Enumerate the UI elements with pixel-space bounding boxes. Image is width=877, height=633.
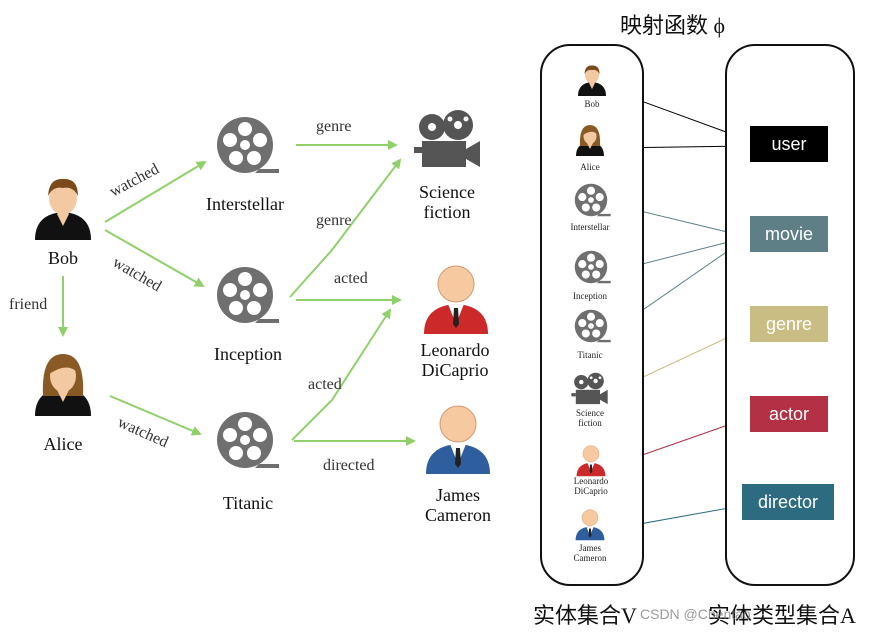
node-label-interstellar: Interstellar — [206, 194, 284, 214]
node-label-line: DiCaprio — [421, 360, 489, 380]
edge-label-inception-leonardo: acted — [334, 270, 368, 287]
type-box-genre: genre — [750, 306, 828, 342]
edge-label-interstellar-scifi: genre — [316, 118, 352, 135]
entity-label-james: James Cameron — [555, 543, 625, 563]
mapping-title: 映射函数 ϕ — [620, 13, 726, 38]
entity-label-science-fiction: Science fiction — [555, 408, 625, 428]
node-label-science-fiction: Science fiction — [397, 182, 497, 222]
entity-label-line: Cameron — [573, 553, 607, 563]
type-box-user: user — [750, 126, 828, 162]
alice-icon — [35, 354, 91, 416]
node-label-james: James Cameron — [403, 485, 513, 525]
entity-label-line: Science — [576, 408, 604, 418]
node-label-line: Cameron — [425, 505, 491, 525]
entity-label-bob: Bob — [584, 99, 600, 109]
edge-alice-titanic — [109, 395, 202, 436]
leonardo-icon — [423, 265, 489, 335]
node-label-line: Science — [419, 182, 475, 202]
entity-label-interstellar: Interstellar — [570, 222, 610, 232]
entity-label-leonardo: Leonardo DiCaprio — [556, 476, 626, 496]
inception-reel-icon — [217, 267, 279, 323]
titanic-reel-icon — [217, 412, 279, 468]
interstellar-reel-icon — [217, 117, 279, 173]
type-box-actor: actor — [750, 396, 828, 432]
node-label-line: James — [436, 485, 480, 505]
bob-icon — [35, 178, 91, 240]
left-graph-edges — [58, 140, 416, 446]
entity-label-line: Leonardo — [573, 476, 609, 486]
watermark: CSDN @Chentao — [640, 606, 751, 622]
entity-label-line: James — [579, 543, 601, 553]
node-label-inception: Inception — [214, 344, 282, 364]
camera-icon — [414, 110, 480, 167]
node-label-line: fiction — [423, 202, 471, 222]
edge-label-bob-alice: friend — [9, 296, 48, 313]
edge-bob-interstellar — [104, 160, 207, 223]
node-label-line: Leonardo — [420, 340, 490, 360]
node-label-titanic: Titanic — [222, 493, 274, 513]
node-label-bob: Bob — [47, 248, 78, 268]
entity-set-panel — [540, 44, 644, 586]
entity-label-line: DiCaprio — [574, 486, 608, 496]
james-icon — [425, 405, 491, 475]
type-box-movie: movie — [750, 216, 828, 252]
node-label-leonardo: Leonardo DiCaprio — [400, 340, 510, 380]
edge-label-inception-scifi: genre — [316, 212, 352, 229]
type-box-director: director — [742, 484, 834, 520]
entity-label-alice: Alice — [580, 162, 600, 172]
type-set-label: 实体类型集合A — [708, 603, 856, 628]
node-label-alice: Alice — [43, 434, 83, 454]
edge-bob-inception — [104, 229, 205, 287]
edge-inception-scifi — [289, 158, 402, 298]
edge-label-titanic-leonardo: acted — [308, 376, 342, 393]
entity-label-line: fiction — [578, 418, 602, 428]
edge-titanic-leonardo — [291, 308, 392, 441]
entity-label-inception: Inception — [573, 291, 607, 301]
edge-label-titanic-james: directed — [323, 457, 375, 474]
entity-set-label: 实体集合V — [533, 603, 637, 628]
entity-label-titanic: Titanic — [577, 350, 603, 360]
